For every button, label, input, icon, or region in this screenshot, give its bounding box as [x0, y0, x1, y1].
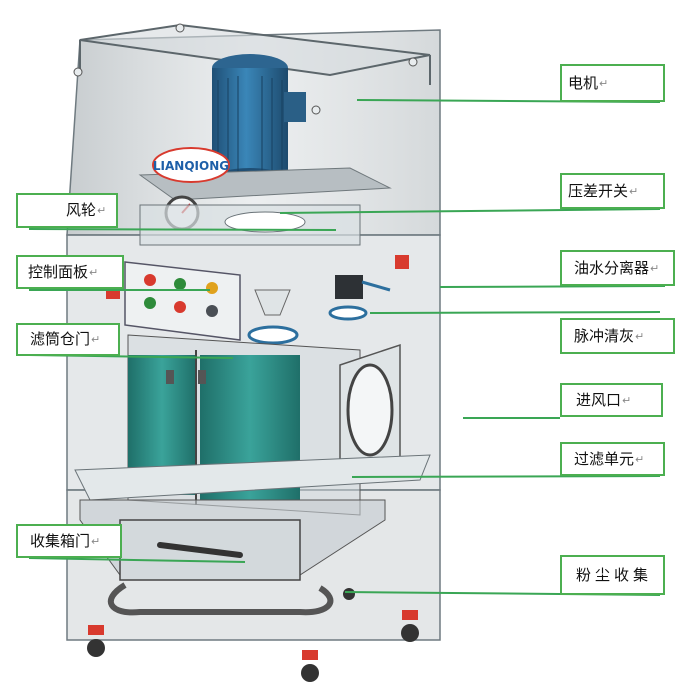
callout-pressure-switch: 压差开关↵ — [560, 173, 665, 209]
pulse-valve-assembly — [247, 255, 409, 345]
filter-tray — [74, 454, 431, 501]
callout-oil-water-separator: 油水分离器↵ — [560, 250, 675, 286]
callout-filter-unit: 过滤单元↵ — [560, 442, 665, 476]
label-oil-water-separator: 油水分离器 — [574, 258, 650, 277]
callout-fan-wheel: 风轮↵ — [16, 193, 118, 228]
dust-bin — [79, 499, 386, 616]
callout-control-panel: 控制面板↵ — [16, 255, 124, 289]
label-bin-door: 收集箱门 — [30, 531, 91, 550]
fan-housing — [139, 204, 361, 246]
brand-logo: LIANQIONG — [152, 147, 230, 183]
label-filter-door: 滤筒仓门 — [30, 330, 91, 348]
label-dust-collection: 粉尘收集 — [576, 565, 653, 584]
callout-motor: 电机↵ — [560, 64, 665, 102]
control-panel-graphic — [106, 261, 241, 341]
callout-bin-door: 收集箱门↵ — [16, 524, 122, 558]
callout-pulse-cleaning: 脉冲清灰↵ — [560, 318, 675, 354]
callout-dust-collection: 粉尘收集 — [560, 555, 665, 595]
callout-filter-door: 滤筒仓门↵ — [16, 323, 120, 356]
label-filter-unit: 过滤单元 — [574, 449, 635, 468]
callout-air-inlet: 进风口↵ — [560, 383, 663, 417]
label-air-inlet: 进风口 — [576, 390, 622, 409]
label-pressure-switch: 压差开关 — [568, 181, 629, 200]
label-fan-wheel: 风轮 — [66, 201, 97, 219]
air-inlet-graphic — [339, 343, 401, 471]
logo-text: LIANQIONG — [153, 159, 229, 173]
label-control-panel: 控制面板 — [28, 262, 89, 281]
label-motor: 电机 — [568, 73, 599, 92]
label-pulse-cleaning: 脉冲清灰 — [574, 326, 635, 345]
casters — [87, 588, 419, 682]
